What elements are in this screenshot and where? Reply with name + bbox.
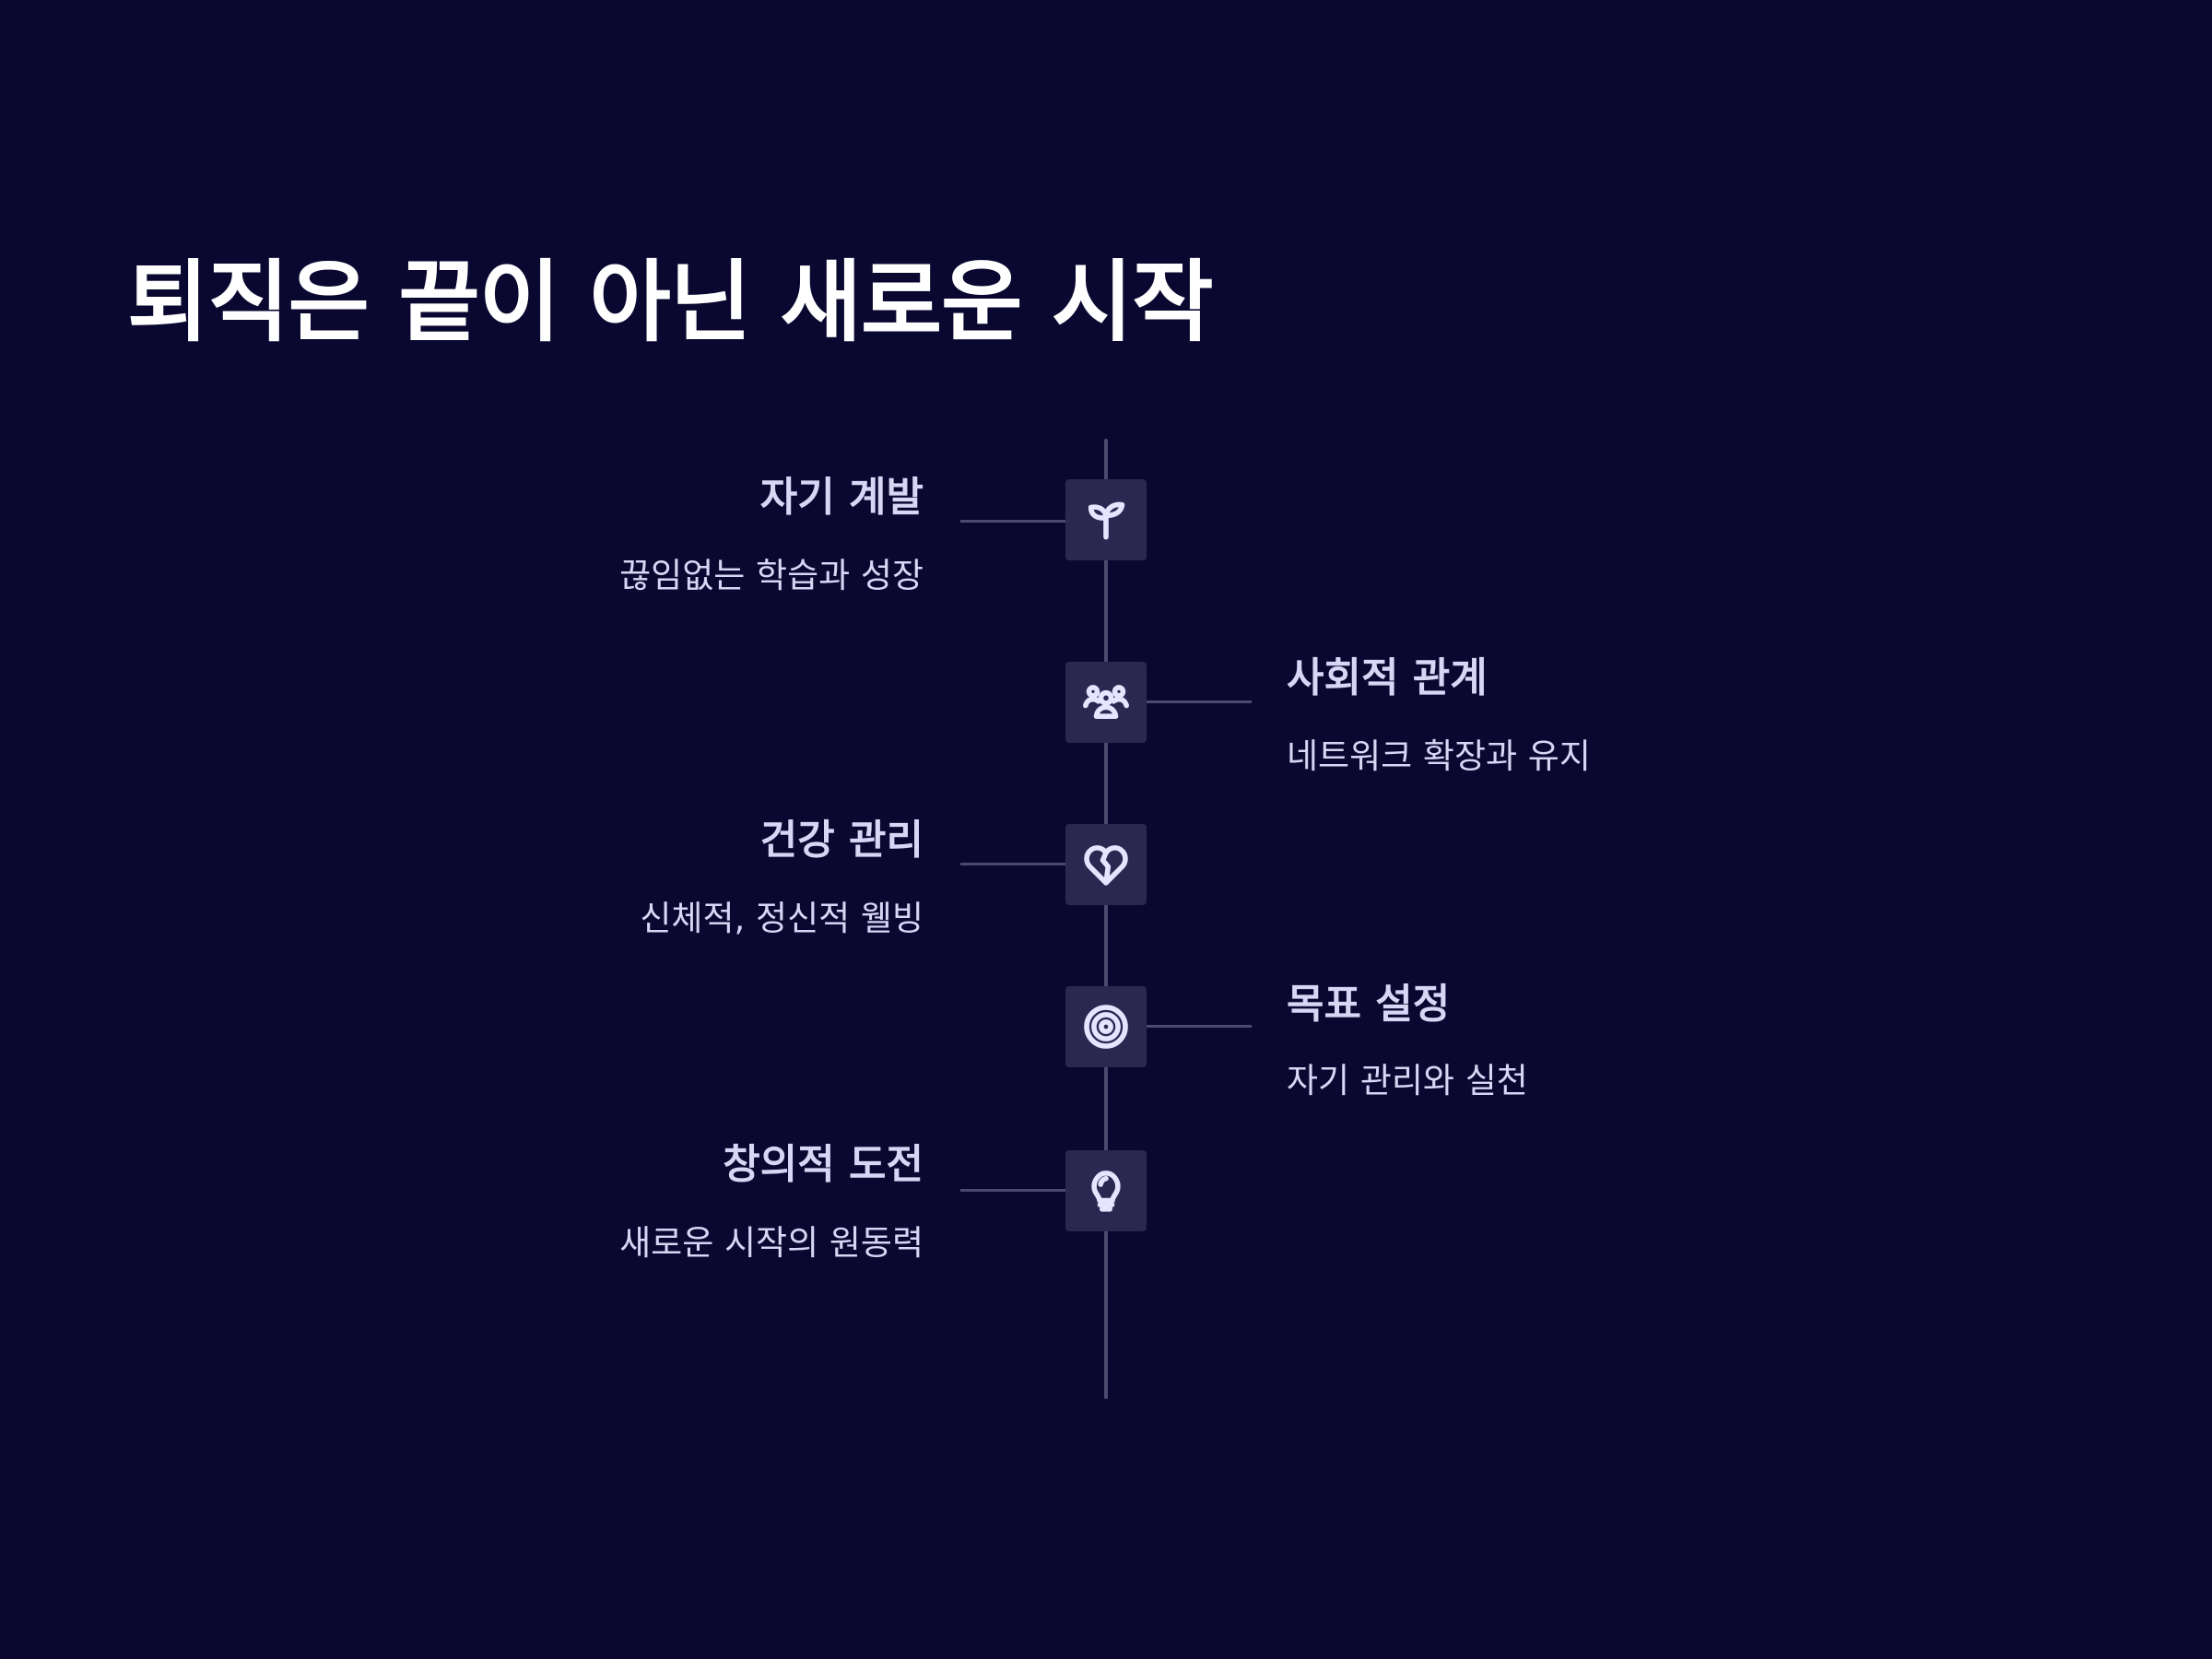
item-description: 새로운 시작의 원동력 — [619, 1223, 924, 1263]
icon-box — [1065, 662, 1147, 743]
target-icon — [1084, 1005, 1128, 1049]
icon-box — [1065, 824, 1147, 905]
heart-icon — [1084, 845, 1128, 886]
item-title: 사회적 관계 — [1287, 654, 1488, 701]
connector-line — [960, 863, 1065, 865]
item-description: 끊임없는 학습과 성장 — [619, 556, 924, 595]
users-icon — [1083, 685, 1129, 719]
lightbulb-icon — [1091, 1171, 1121, 1212]
item-description: 자기 관리와 실천 — [1287, 1061, 1528, 1100]
icon-box — [1065, 1150, 1147, 1231]
item-title: 창의적 도전 — [723, 1141, 924, 1188]
timeline-axis — [1104, 439, 1108, 1399]
item-description: 신체적, 정신적 웰빙 — [640, 899, 924, 938]
item-description: 네트워크 확장과 유지 — [1287, 736, 1591, 776]
icon-box — [1065, 479, 1147, 560]
item-title: 목표 설정 — [1287, 981, 1451, 1028]
connector-line — [960, 1189, 1065, 1192]
item-title: 건강 관리 — [759, 817, 924, 864]
page-title: 퇴직은 끝이 아닌 새로운 시작 — [127, 251, 1214, 354]
connector-line — [1147, 1025, 1252, 1028]
item-title: 자기 계발 — [759, 474, 924, 521]
icon-box — [1065, 986, 1147, 1067]
connector-line — [960, 520, 1065, 523]
sprout-icon — [1088, 501, 1125, 540]
connector-line — [1147, 700, 1252, 703]
